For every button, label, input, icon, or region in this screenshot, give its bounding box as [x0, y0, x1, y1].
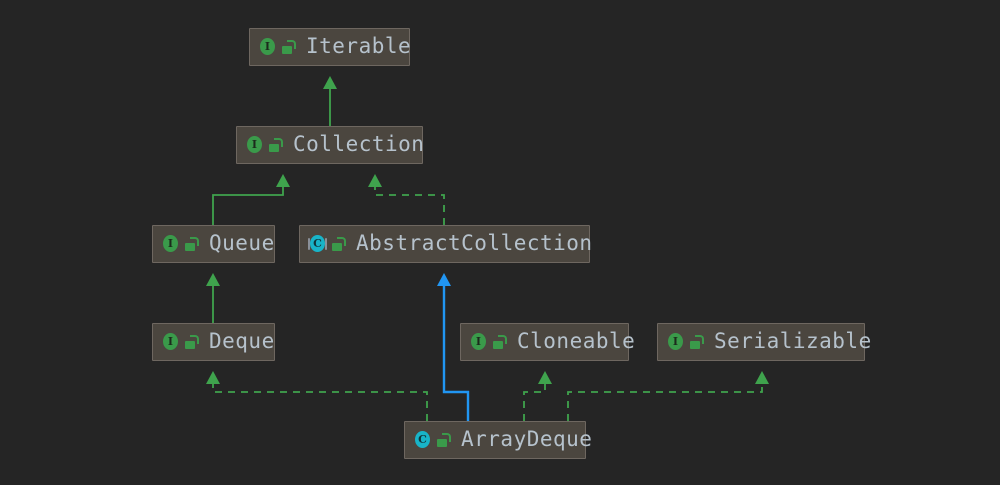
node-icons: I — [161, 234, 199, 254]
node-arraydeque[interactable]: C ArrayDeque — [404, 421, 592, 459]
node-label: Iterable — [306, 33, 412, 58]
node-serializable[interactable]: I Serializable — [657, 323, 871, 361]
icon-kind-glyph: I — [167, 335, 174, 348]
arrowhead-icon — [538, 371, 552, 384]
edge-arraydeque-implements-deque — [206, 371, 428, 421]
node-label: Collection — [293, 131, 425, 156]
padlock-body — [282, 46, 292, 54]
icon-kind-glyph: I — [167, 237, 174, 250]
padlock-shackle — [274, 138, 283, 147]
node-label: Queue — [209, 230, 275, 255]
edge-line — [374, 186, 445, 225]
padlock-shackle — [498, 335, 507, 344]
unlocked-padlock-icon — [184, 334, 199, 350]
node-label: ArrayDeque — [461, 426, 593, 451]
unlocked-padlock-icon — [331, 236, 346, 252]
node-icons: I — [469, 332, 507, 352]
arrowhead-icon — [206, 273, 220, 286]
edge-abstractcollection-implements-collection — [368, 174, 445, 225]
icon-disc — [163, 234, 178, 252]
icon-disc — [163, 332, 178, 350]
node-cloneable[interactable]: I Cloneable — [460, 323, 635, 361]
arrowhead-icon — [206, 371, 220, 384]
arrowhead-icon — [437, 273, 451, 286]
node-queue[interactable]: I Queue — [152, 225, 275, 263]
icon-disc — [415, 430, 430, 448]
interface-icon: I — [161, 234, 180, 254]
unlocked-padlock-icon — [281, 39, 296, 55]
unlocked-padlock-icon — [268, 137, 283, 153]
icon-disc — [668, 332, 683, 350]
padlock-body — [332, 243, 342, 251]
interface-icon: I — [666, 332, 685, 352]
icon-kind-glyph: C — [418, 433, 427, 446]
icon-disc — [471, 332, 486, 350]
padlock-shackle — [287, 40, 296, 49]
edge-line — [567, 383, 763, 421]
edge-deque-extends-queue — [206, 273, 220, 323]
node-deque[interactable]: I Deque — [152, 323, 275, 361]
padlock-body — [185, 341, 195, 349]
padlock-body — [690, 341, 700, 349]
icon-kind-glyph: I — [475, 335, 482, 348]
padlock-body — [437, 439, 447, 447]
icon-kind-glyph: I — [251, 138, 258, 151]
class-icon: C — [413, 430, 432, 450]
arrowhead-icon — [323, 76, 337, 89]
arrowhead-icon — [368, 174, 382, 187]
interface-icon: I — [161, 332, 180, 352]
abstract-bar-right — [325, 237, 327, 250]
node-icons: C — [308, 234, 346, 254]
edge-line — [212, 186, 284, 225]
unlocked-padlock-icon — [689, 334, 704, 350]
padlock-body — [269, 144, 279, 152]
interface-icon: I — [469, 332, 488, 352]
node-iterable[interactable]: I Iterable — [249, 28, 412, 66]
padlock-body — [493, 341, 503, 349]
unlocked-padlock-icon — [184, 236, 199, 252]
edge-line — [523, 383, 546, 421]
icon-disc — [247, 135, 262, 153]
edge-arraydeque-implements-serializable — [567, 371, 769, 421]
unlocked-padlock-icon — [492, 334, 507, 350]
padlock-shackle — [442, 433, 451, 442]
icon-disc — [260, 37, 275, 55]
node-icons: I — [245, 135, 283, 155]
unlocked-padlock-icon — [436, 432, 451, 448]
node-label: Cloneable — [517, 328, 636, 353]
edge-collection-extends-iterable — [323, 76, 337, 126]
icon-disc — [310, 234, 325, 252]
node-icons: C — [413, 430, 451, 450]
node-icons: I — [161, 332, 199, 352]
node-label: AbstractCollection — [356, 230, 593, 255]
arrowhead-icon — [755, 371, 769, 384]
padlock-body — [185, 243, 195, 251]
node-label: Deque — [209, 328, 275, 353]
edge-arraydeque-implements-cloneable — [523, 371, 552, 421]
icon-kind-glyph: I — [264, 40, 271, 53]
edge-line — [212, 383, 428, 421]
icon-kind-glyph: C — [313, 237, 322, 250]
abstract-class-icon: C — [308, 234, 327, 254]
interface-icon: I — [245, 135, 264, 155]
padlock-shackle — [190, 237, 199, 246]
padlock-shackle — [695, 335, 704, 344]
node-icons: I — [666, 332, 704, 352]
arrowhead-icon — [276, 174, 290, 187]
padlock-shackle — [190, 335, 199, 344]
node-collection[interactable]: I Collection — [236, 126, 425, 164]
node-label: Serializable — [714, 328, 872, 353]
icon-kind-glyph: I — [672, 335, 679, 348]
padlock-shackle — [337, 237, 346, 246]
node-icons: I — [258, 37, 296, 57]
abstract-bar-left — [308, 237, 310, 250]
node-abstractcollection[interactable]: C AbstractCollection — [299, 225, 593, 263]
interface-icon: I — [258, 37, 277, 57]
edge-queue-extends-collection — [212, 174, 290, 225]
